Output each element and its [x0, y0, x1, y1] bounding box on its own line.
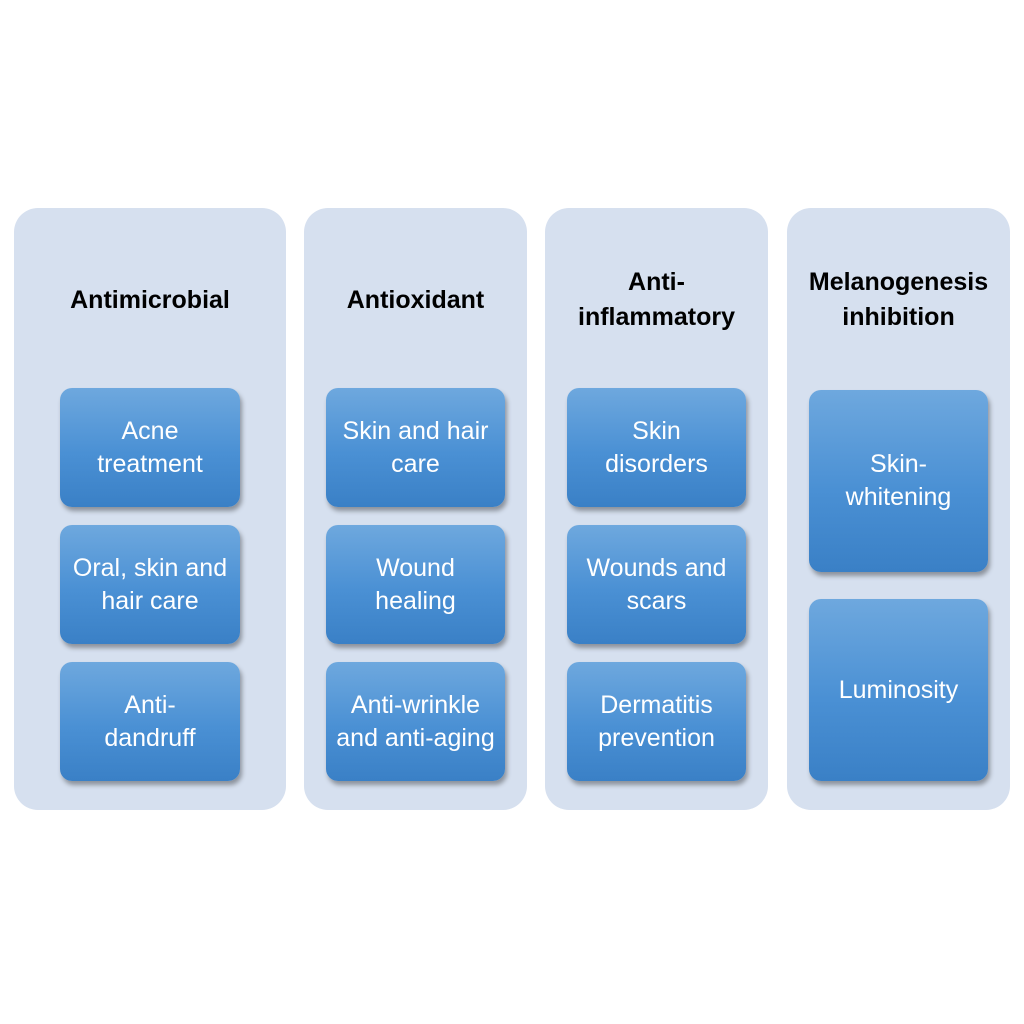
item-box: Skin disorders [567, 388, 746, 507]
column-antimicrobial: Antimicrobial Acne treatment Oral, skin … [14, 208, 286, 810]
column-title: Antimicrobial [70, 285, 230, 314]
item-box: Anti-wrinkle and anti-aging [326, 662, 505, 781]
item-box: Wounds and scars [567, 525, 746, 644]
item-box: Dermatitis prevention [567, 662, 746, 781]
item-box: Skin and hair care [326, 388, 505, 507]
item-box: Acne treatment [60, 388, 240, 507]
column-anti-inflammatory: Anti-inflammatory Skin disorders Wounds … [545, 208, 768, 810]
column-title: Antioxidant [346, 285, 485, 314]
column-melanogenesis-inhibition: Melanogenesis inhibition Skin-whitening … [787, 208, 1010, 810]
column-antioxidant: Antioxidant Skin and hair care Wound hea… [304, 208, 527, 810]
item-box: Luminosity [809, 599, 988, 781]
item-box: Oral, skin and hair care [60, 525, 240, 644]
item-box: Wound healing [326, 525, 505, 644]
item-box: Skin-whitening [809, 390, 988, 572]
column-title: Melanogenesis inhibition [808, 268, 989, 331]
column-title: Anti-inflammatory [578, 268, 735, 331]
item-box: Anti-dandruff [60, 662, 240, 781]
